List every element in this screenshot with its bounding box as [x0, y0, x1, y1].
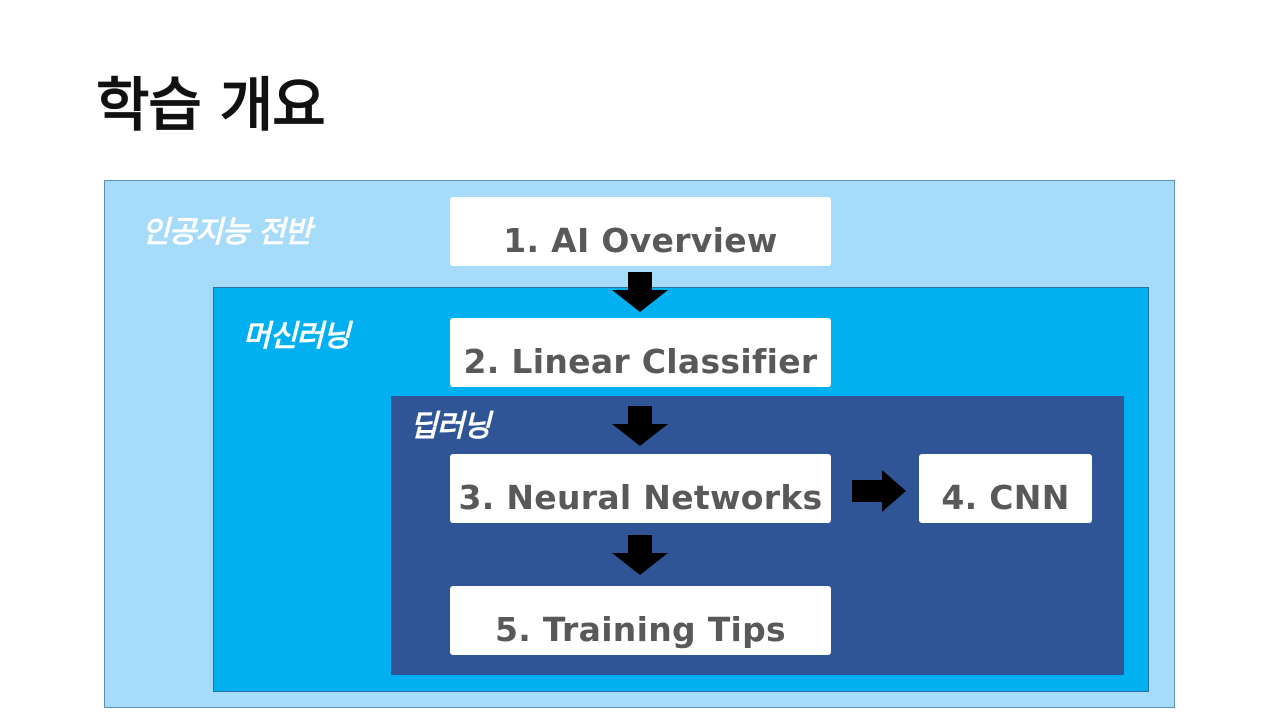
- arrow-right-icon: [852, 470, 906, 512]
- step-ai-overview: 1. AI Overview: [450, 197, 831, 266]
- page-title: 학습 개요: [96, 71, 326, 139]
- step-linear-classifier: 2. Linear Classifier: [450, 318, 831, 387]
- step-cnn: 4. CNN: [919, 454, 1092, 523]
- machine-learning-zone-label: 머신러닝: [243, 319, 350, 354]
- ai-zone-label: 인공지능 전반: [142, 215, 312, 250]
- step-training-tips: 5. Training Tips: [450, 586, 831, 655]
- step-neural-networks: 3. Neural Networks: [450, 454, 831, 523]
- arrow-down-icon: [612, 272, 668, 312]
- arrow-down-icon: [612, 535, 668, 575]
- deep-learning-zone-label: 딥러닝: [410, 409, 491, 444]
- arrow-down-icon: [612, 406, 668, 446]
